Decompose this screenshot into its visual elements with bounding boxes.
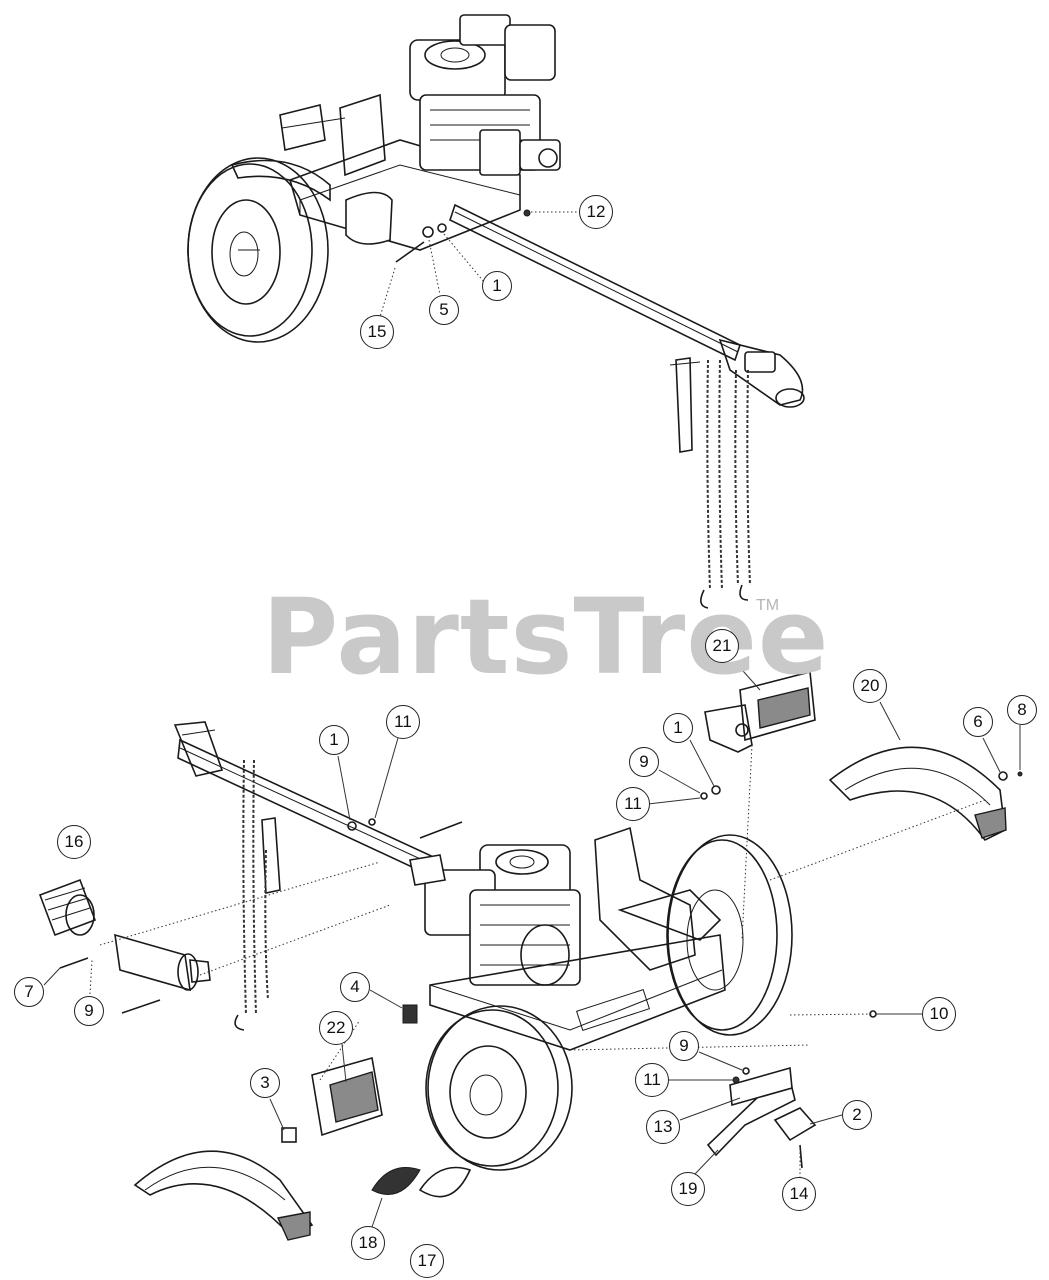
lens-18 bbox=[371, 1166, 472, 1198]
callout-9: 9 bbox=[669, 1031, 699, 1061]
plug-16 bbox=[38, 878, 97, 937]
fender-right bbox=[828, 746, 1007, 842]
callout-8: 8 bbox=[1007, 695, 1037, 725]
bottom-right-wheel bbox=[666, 834, 793, 1036]
bottom-engine bbox=[409, 844, 581, 986]
partstree-watermark: PartsTree bbox=[262, 576, 830, 698]
callout-1: 1 bbox=[663, 713, 693, 743]
top-engine bbox=[409, 14, 561, 176]
callout-16: 16 bbox=[57, 825, 91, 859]
callout-4: 4 bbox=[340, 972, 370, 1002]
top-assembly bbox=[187, 14, 805, 609]
callout-3: 3 bbox=[250, 1068, 280, 1098]
callout-11: 11 bbox=[616, 787, 650, 821]
bottom-assembly bbox=[38, 661, 1023, 1241]
callout-15: 15 bbox=[360, 315, 394, 349]
tail-light-left bbox=[311, 1056, 383, 1137]
callout-9: 9 bbox=[74, 996, 104, 1026]
callout-7: 7 bbox=[14, 977, 44, 1007]
bottom-left-wheel bbox=[425, 1005, 573, 1171]
callout-2: 2 bbox=[842, 1100, 872, 1130]
callout-11: 11 bbox=[635, 1063, 669, 1097]
callout-19: 19 bbox=[671, 1172, 705, 1206]
callout-22: 22 bbox=[319, 1011, 353, 1045]
callout-18: 18 bbox=[351, 1226, 385, 1260]
callout-6: 6 bbox=[963, 707, 993, 737]
callout-1: 1 bbox=[319, 725, 349, 755]
callout-13: 13 bbox=[646, 1110, 680, 1144]
callout-20: 20 bbox=[853, 669, 887, 703]
callout-14: 14 bbox=[782, 1177, 816, 1211]
callout-10: 10 bbox=[922, 997, 956, 1031]
callout-21: 21 bbox=[705, 629, 739, 663]
callout-17: 17 bbox=[410, 1244, 444, 1278]
trademark-mark: TM bbox=[756, 597, 780, 614]
callout-1: 1 bbox=[482, 271, 512, 301]
fender-left bbox=[133, 1150, 314, 1241]
top-wheel bbox=[187, 157, 329, 343]
callout-11: 11 bbox=[386, 705, 420, 739]
callout-12: 12 bbox=[579, 195, 613, 229]
callout-5: 5 bbox=[429, 295, 459, 325]
top-safety-chains bbox=[700, 359, 751, 609]
callout-9: 9 bbox=[629, 747, 659, 777]
